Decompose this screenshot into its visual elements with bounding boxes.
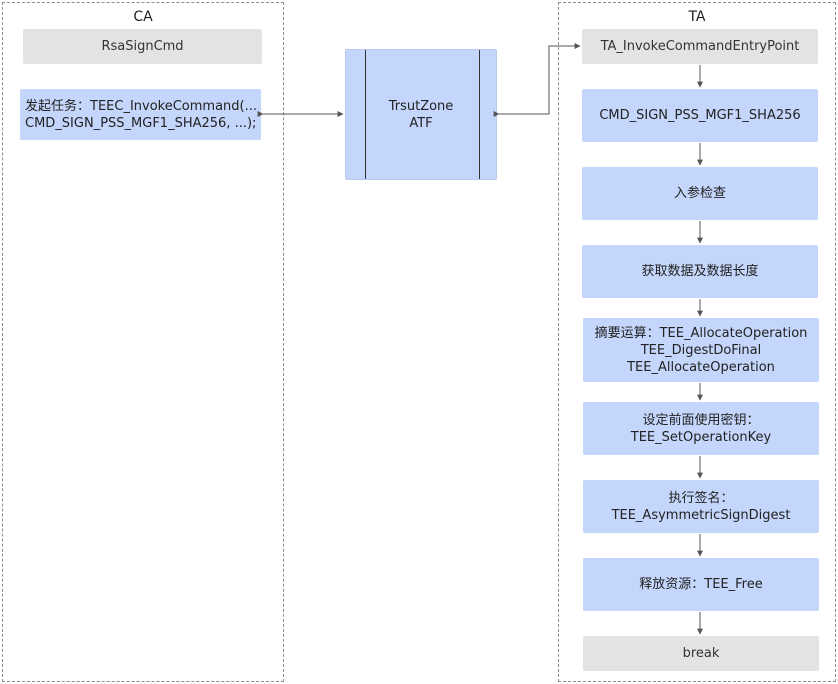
ta-setkey-line1: 设定前面使用密钥： bbox=[642, 412, 760, 428]
ca-lane-title: CA bbox=[133, 9, 153, 25]
ta-setkey-line2: TEE_SetOperationKey bbox=[630, 429, 772, 445]
ta-entry-point-label: TA_InvokeCommandEntryPoint bbox=[600, 39, 800, 54]
trustzone-label: TrsutZone bbox=[388, 98, 454, 114]
ta-digest-line2: TEE_DigestDoFinal bbox=[640, 342, 762, 358]
ca-invoke-line1: 发起任务：TEEC_InvokeCommand(... bbox=[25, 98, 258, 114]
ta-free-label: 释放资源：TEE_Free bbox=[639, 577, 763, 592]
ca-invoke-line2: CMD_SIGN_PSS_MGF1_SHA256, ...); bbox=[25, 115, 257, 131]
ta-lane: TA bbox=[558, 2, 836, 682]
ta-get-data-box: 获取数据及数据长度 bbox=[582, 245, 818, 298]
ta-cmd-label: CMD_SIGN_PSS_MGF1_SHA256 bbox=[599, 108, 801, 123]
ta-cmd-box: CMD_SIGN_PSS_MGF1_SHA256 bbox=[582, 89, 818, 142]
ca-rsasigncmd-label: RsaSignCmd bbox=[101, 39, 184, 54]
trustzone-left-divider bbox=[365, 50, 366, 179]
atf-label: ATF bbox=[409, 115, 433, 131]
trustzone-right-divider bbox=[479, 50, 480, 179]
trustzone-ta-connector bbox=[493, 43, 581, 117]
ta-sign-line1: 执行签名： bbox=[668, 490, 734, 506]
ta-digest-line3: TEE_AllocateOperation bbox=[627, 359, 775, 375]
ta-lane-title: TA bbox=[688, 9, 706, 25]
ta-free-box: 释放资源：TEE_Free bbox=[583, 558, 819, 611]
ta-digest-line1: 摘要运算：TEE_AllocateOperation bbox=[594, 325, 808, 341]
ta-check-params-box: 入参检查 bbox=[582, 167, 818, 220]
ca-rsasigncmd-box: RsaSignCmd bbox=[23, 29, 262, 64]
ta-break-box: break bbox=[583, 636, 819, 671]
ta-sign-line2: TEE_AsymmetricSignDigest bbox=[611, 507, 791, 523]
ta-setkey-box: 设定前面使用密钥： TEE_SetOperationKey bbox=[583, 402, 819, 455]
ta-get-data-label: 获取数据及数据长度 bbox=[641, 264, 759, 279]
ta-digest-box: 摘要运算：TEE_AllocateOperation TEE_DigestDoF… bbox=[583, 318, 819, 382]
ta-break-label: break bbox=[682, 646, 720, 661]
ta-check-params-label: 入参检查 bbox=[673, 186, 726, 201]
ta-entry-point-box: TA_InvokeCommandEntryPoint bbox=[582, 29, 818, 64]
ca-invoke-command-box: 发起任务：TEEC_InvokeCommand(... CMD_SIGN_PSS… bbox=[20, 89, 261, 140]
ta-sign-box: 执行签名： TEE_AsymmetricSignDigest bbox=[583, 480, 819, 533]
ca-lane: CA bbox=[2, 2, 284, 682]
